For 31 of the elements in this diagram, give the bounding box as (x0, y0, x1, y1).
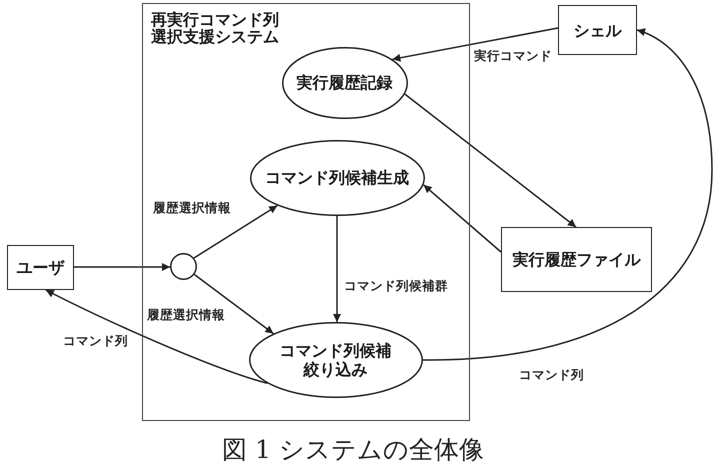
arrow (333, 216, 341, 322)
process-label: コマンド列候補生成 (265, 168, 409, 187)
arrow (194, 204, 278, 259)
process-ellipse (248, 322, 422, 398)
system-boundary (142, 3, 470, 421)
entity-label: 実行履歴ファイル (512, 250, 640, 269)
edge-label: コマンド列 (518, 368, 585, 382)
junction-circle (170, 252, 196, 280)
edge-label: コマンド列 (62, 334, 129, 348)
arrow (74, 263, 170, 271)
arrow (423, 184, 502, 253)
edge-label: 実行コマンド (473, 49, 553, 63)
process-label: コマンド列候補絞り込み (278, 340, 392, 378)
process-ellipse (250, 140, 424, 216)
edge-label: 履歴選択情報 (146, 308, 226, 322)
arrow (194, 274, 274, 334)
entity-box (7, 245, 74, 290)
entity-box (501, 227, 652, 292)
figure-caption: 図 1 システムの全体像 (222, 436, 484, 464)
entity-label: ユーザ (16, 258, 64, 277)
process-ellipse (282, 46, 408, 118)
arrow (392, 27, 558, 62)
edge-label: コマンド列候補群 (343, 279, 449, 293)
entity-label: シェル (574, 20, 622, 40)
arrow (404, 94, 576, 228)
system-title: 再実行コマンド列選択支援システム (151, 11, 280, 45)
process-label: 実行履歴記録 (296, 73, 392, 92)
entity-box (558, 5, 637, 55)
edge-label: 履歴選択情報 (152, 201, 232, 215)
arrow (422, 28, 713, 361)
arrow (45, 289, 268, 384)
